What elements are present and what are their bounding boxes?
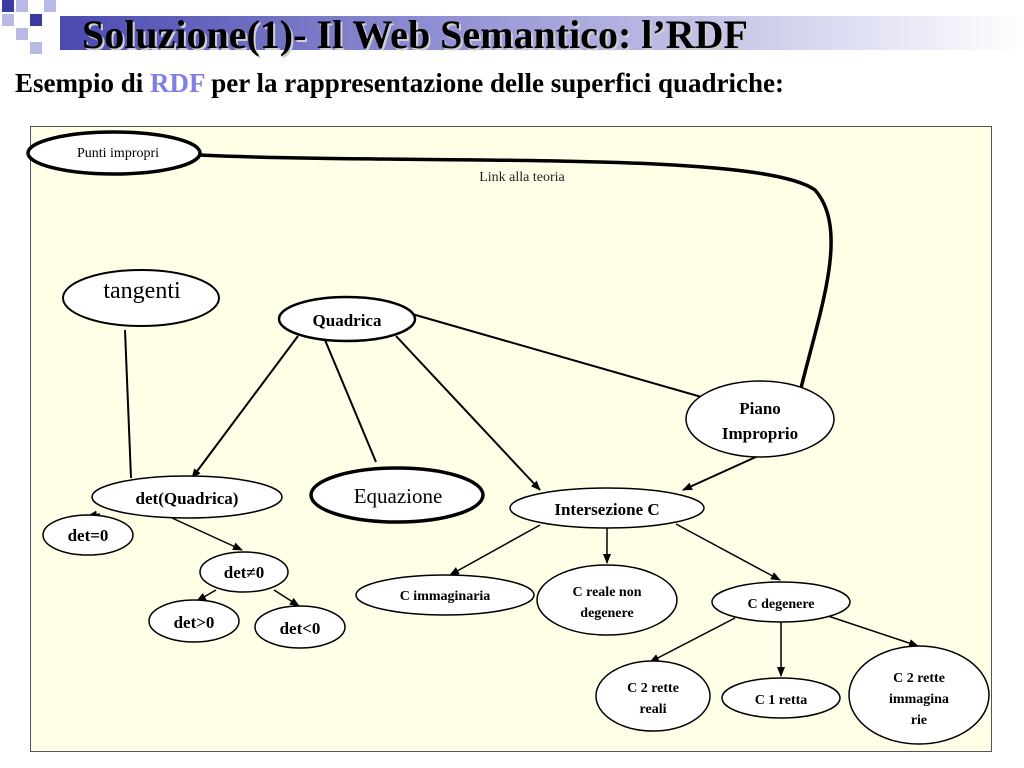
label-c-1-retta: C 1 retta [755, 693, 808, 708]
edge-link-teoria [197, 153, 833, 393]
node-quadrica [277, 295, 417, 343]
label-c-immaginaria: C immaginaria [400, 589, 491, 604]
label-det-neg: det<0 [280, 619, 321, 638]
node-c-2-rette-reali [595, 660, 711, 732]
label-det-zero: det=0 [68, 526, 109, 545]
slide-title: Soluzione(1)- Il Web Semantico: l’RDF [82, 12, 748, 57]
node-c-2-rette-imm [848, 645, 990, 745]
edge-quadrica-equazione [324, 339, 377, 463]
slide-subtitle: Esempio di RDF per la rappresentazione d… [15, 68, 784, 99]
corner-decoration [0, 0, 60, 60]
subtitle-accent: RDF [150, 68, 205, 98]
edge-det-detnonzero [171, 517, 243, 551]
subtitle-pre: Esempio di [15, 68, 151, 98]
label-tangenti: tangenti [103, 278, 181, 304]
edge-quadrica-intersezione [395, 335, 541, 491]
edge-detnonzero-pos [196, 589, 217, 602]
label-c-reale-1: C reale non [573, 585, 642, 600]
node-det-neg [254, 605, 346, 649]
edge-detnonzero-neg [273, 589, 300, 607]
label-c-2-imm-3: rie [911, 713, 927, 728]
node-punti-impropri [26, 130, 202, 176]
label-det-pos: det>0 [174, 613, 215, 632]
node-det-zero [42, 514, 134, 556]
edge-inters-degenere [675, 523, 781, 581]
edge-inters-immaginaria [449, 524, 541, 576]
edge-degenere-2reali [649, 617, 736, 663]
label-det-nonzero: det≠0 [224, 563, 265, 582]
label-piano-1: Piano [739, 399, 781, 418]
label-c-2-reali-2: reali [640, 702, 667, 717]
label-c-2-imm-1: C 2 rette [893, 671, 945, 686]
label-piano-2: Improprio [722, 424, 798, 443]
edge-piano-intersezione [682, 455, 759, 491]
edge-label-link: Link alla teoria [479, 170, 565, 185]
node-c-degenere [711, 581, 851, 623]
node-piano-improprio [685, 380, 835, 458]
node-det-nonzero [199, 551, 289, 593]
label-punti-impropri: Punti impropri [77, 146, 159, 161]
label-c-2-imm-2: immagina [889, 692, 949, 707]
subtitle-post: per la rappresentazione delle superfici … [204, 68, 784, 98]
label-equazione: Equazione [354, 484, 443, 508]
label-c-reale-2: degenere [580, 606, 633, 621]
label-det-quadrica: det(Quadrica) [136, 489, 239, 508]
label-c-2-reali-1: C 2 rette [627, 681, 679, 696]
node-equazione [309, 466, 485, 524]
node-det-quadrica [91, 475, 283, 519]
node-det-pos [148, 599, 240, 643]
node-c-immaginaria [355, 574, 535, 616]
node-c-reale [536, 564, 678, 636]
edge-quadrica-piano [411, 313, 706, 399]
label-intersezione: Intersezione C [554, 500, 659, 519]
node-intersezione [509, 487, 705, 529]
node-c-1-retta [721, 677, 841, 719]
label-c-degenere: C degenere [748, 597, 815, 612]
edge-degenere-2imm [827, 615, 919, 647]
title-band [60, 16, 1024, 50]
label-quadrica: Quadrica [313, 311, 382, 330]
node-tangenti [62, 269, 220, 327]
edge-tangenti-det [124, 329, 132, 479]
edge-quadrica-det [191, 335, 299, 479]
